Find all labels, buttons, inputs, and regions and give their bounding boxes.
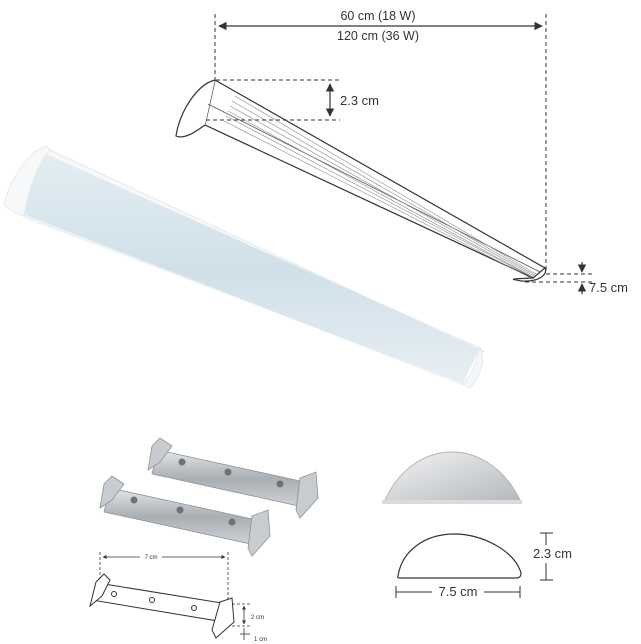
bracket-length-label: 7 cm (144, 555, 157, 561)
length-long-label: 120 cm (36 W) (337, 29, 419, 43)
fixture-endcap-right (461, 347, 484, 389)
bracket-top (147, 437, 319, 519)
length-short-label: 60 cm (18 W) (340, 9, 415, 23)
fixture-outline-endcap-left (175, 79, 216, 138)
bracket-outline (89, 573, 235, 639)
bracket-bottom (99, 475, 271, 557)
bracket-line-drawing: 7 cm 2 cm 1 cm (89, 551, 267, 643)
width-dimension: 7.5 cm (525, 262, 628, 295)
width-label: 7.5 cm (589, 280, 628, 295)
end-cap-outline (397, 533, 522, 579)
fixture-endcap-left (3, 145, 51, 217)
length-dimension: 60 cm (18 W) 120 cm (36 W) (214, 9, 547, 272)
fixture-line-drawing (175, 79, 547, 282)
end-cap-photo (382, 451, 522, 504)
fixture-outline-ridge (207, 103, 541, 273)
end-cap-base (382, 500, 522, 504)
bracket-depth-label: 1 cm (254, 637, 267, 643)
fixture-photo (3, 145, 485, 389)
end-cap-dome (383, 451, 522, 503)
fixture-ribs (223, 95, 537, 279)
bracket-height-label: 2 cm (251, 615, 264, 621)
mounting-brackets-photo (99, 437, 319, 557)
end-cap-line-drawing: 2.3 cm 7.5 cm (395, 532, 580, 600)
end-cap-width-label: 7.5 cm (438, 584, 477, 599)
end-cap-height-label: 2.3 cm (533, 546, 572, 561)
fixture-diffuser (18, 153, 480, 385)
height-dimension: 2.3 cm (206, 79, 379, 121)
fixture-outline-endcap-right (513, 267, 547, 282)
height-label: 2.3 cm (340, 93, 379, 108)
fixture-housing-top (41, 148, 485, 353)
